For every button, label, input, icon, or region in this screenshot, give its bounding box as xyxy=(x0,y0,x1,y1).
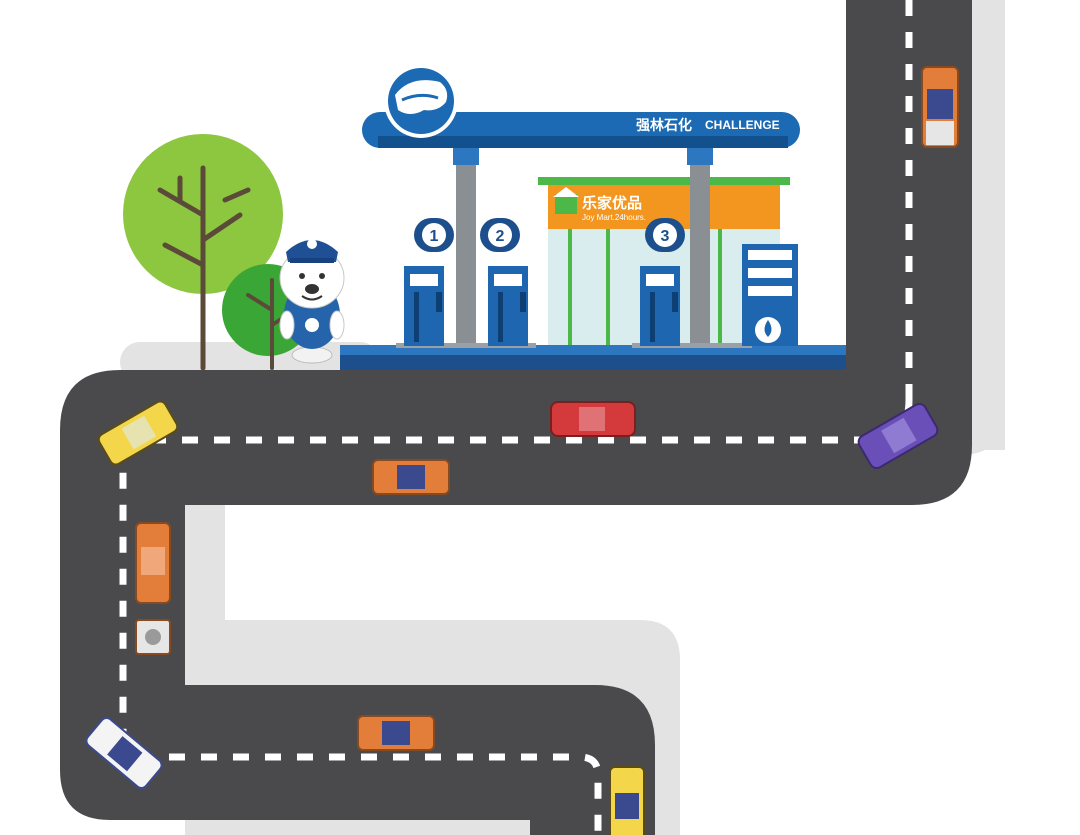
car-orange-mid xyxy=(372,459,450,495)
fuel-pump-1 xyxy=(404,266,444,346)
pump-badge-2: 2 xyxy=(480,218,520,252)
car-red xyxy=(550,401,636,437)
car-orange-top-right xyxy=(921,66,959,148)
polar-bear-globe-icon xyxy=(384,64,458,138)
fuel-pump-3 xyxy=(640,266,680,346)
fuel-display-tower xyxy=(742,244,798,346)
car-orange-bottom xyxy=(357,715,435,751)
car-yellow-bottom xyxy=(609,766,645,835)
brand-name-en: CHALLENGE xyxy=(705,118,780,132)
pump-number-2: 2 xyxy=(496,228,505,245)
pump-badge-3: 3 xyxy=(645,218,685,252)
trailer-box xyxy=(135,619,171,655)
fuel-drop-icon xyxy=(764,320,772,337)
mart-name-cn: 乐家优品 xyxy=(582,194,642,212)
mart-name-en: Joy Mart.24hours. xyxy=(582,213,646,222)
canopy: 强林石化 CHALLENGE xyxy=(362,112,800,148)
station-base xyxy=(340,345,846,370)
house-roof-icon xyxy=(553,187,579,197)
polar-bear-mascot xyxy=(279,239,345,364)
pump-badge-1: 1 xyxy=(414,218,454,252)
brand-name-cn: 强林石化 xyxy=(636,117,692,134)
canopy-pillars xyxy=(396,147,752,348)
tree-large xyxy=(123,134,283,371)
car-orange-left-vertical xyxy=(135,522,171,604)
fuel-pump-2 xyxy=(488,266,528,346)
house-leaf-icon xyxy=(555,194,577,214)
pump-number-3: 3 xyxy=(661,228,670,245)
car-white xyxy=(85,717,163,789)
pump-number-1: 1 xyxy=(430,228,439,245)
car-yellow-left xyxy=(97,400,179,466)
car-purple xyxy=(857,402,939,470)
